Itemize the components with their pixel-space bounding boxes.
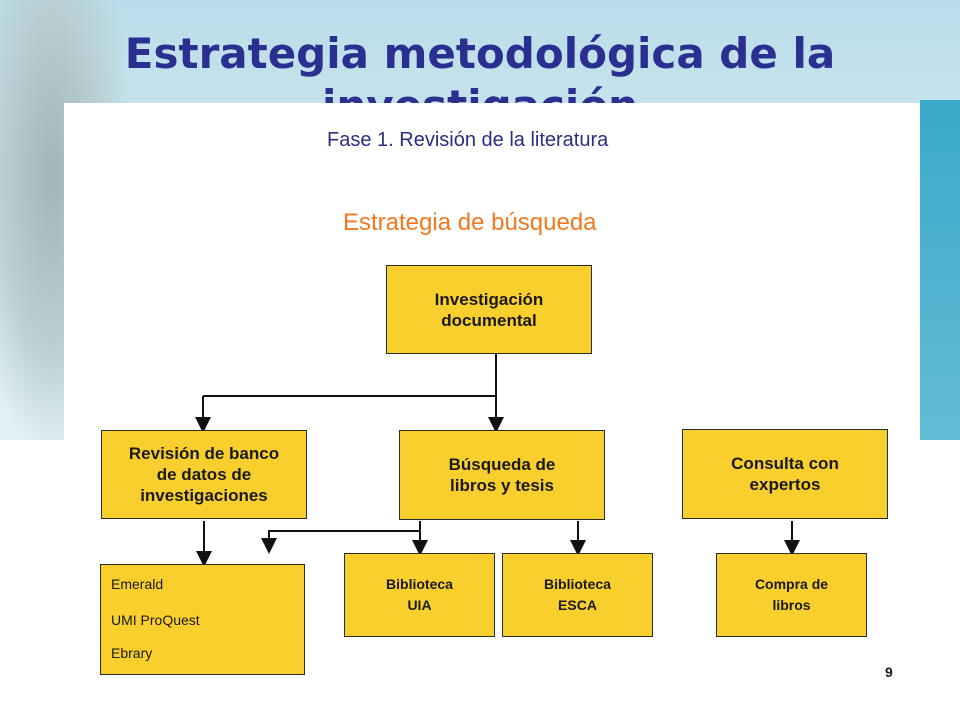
node-consulta-expertos: Consulta con expertos [682, 429, 888, 519]
connector-lines [195, 353, 800, 567]
diagram-panel: Fase 1. Revisión de la literatura Estrat… [64, 103, 920, 688]
source-item: Ebrary [111, 645, 153, 661]
background-decoration [920, 100, 960, 440]
phase-label: Fase 1. Revisión de la literatura [327, 129, 609, 151]
node-biblioteca-esca: Biblioteca ESCA [502, 553, 653, 637]
node-biblioteca-uia: Biblioteca UIA [344, 553, 495, 637]
node-bases-de-datos: Emerald UMI ProQuest Ebrary [100, 564, 305, 675]
strategy-label: Estrategia de búsqueda [343, 209, 597, 236]
connector-books-left [261, 521, 421, 554]
page-number: 9 [885, 664, 893, 680]
node-revision-banco-datos: Revisión de banco de datos de investigac… [101, 430, 307, 519]
node-investigacion-documental: Investigación documental [386, 265, 592, 354]
node-compra-libros: Compra de libros [716, 553, 867, 637]
source-item: UMI ProQuest [111, 612, 200, 628]
source-item: Emerald [111, 576, 164, 592]
node-busqueda-libros-tesis: Búsqueda de libros y tesis [399, 430, 605, 520]
